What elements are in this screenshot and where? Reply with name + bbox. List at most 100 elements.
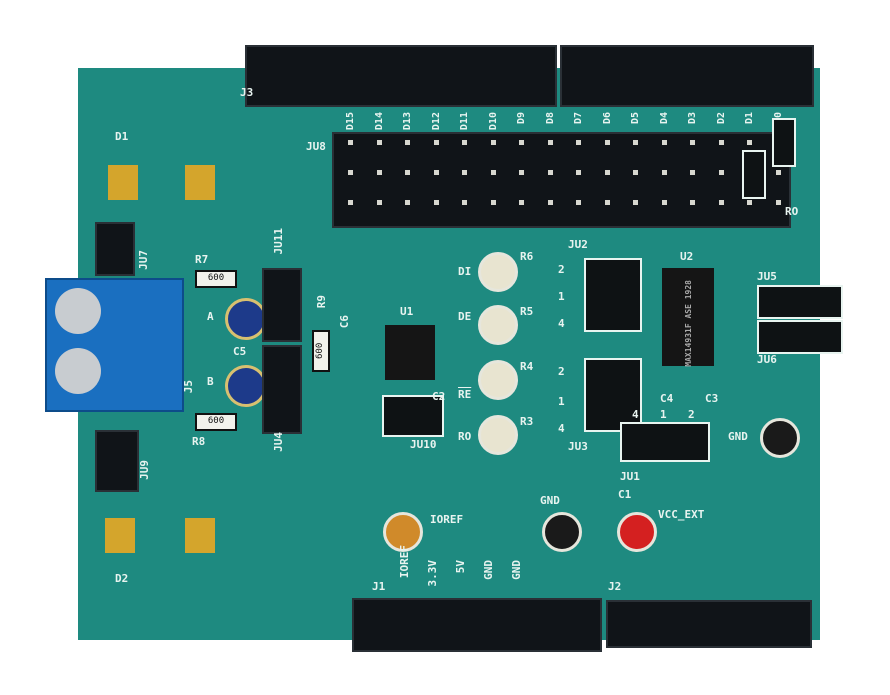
j1-pin-label: IOREF: [398, 545, 411, 579]
header-pin: [661, 140, 667, 145]
test-point-ro[interactable]: [478, 415, 518, 455]
header-ju8: [332, 132, 791, 228]
label-ju5: JU5: [757, 270, 777, 283]
jumper-ju8-1[interactable]: [742, 150, 766, 199]
jumper-ju10[interactable]: [382, 395, 444, 437]
d1-pad: [185, 165, 215, 200]
header-pin: [547, 170, 553, 175]
label-b: B: [207, 375, 214, 388]
pin-label: 4: [558, 422, 565, 435]
label-di: DI: [458, 265, 472, 278]
label-u2: U2: [680, 250, 694, 263]
header-pin: [775, 200, 781, 205]
header-j2: [606, 600, 812, 648]
jumper-ju3[interactable]: [584, 358, 642, 432]
label-r9: R9: [315, 295, 328, 309]
chip-u2: [662, 268, 714, 366]
header-pin: [376, 140, 382, 145]
label-ju8: JU8: [306, 140, 326, 153]
pin-label-d13: D13: [402, 112, 413, 131]
jumper-ju1[interactable]: [620, 422, 710, 462]
j1-pin-label: 5V: [454, 560, 467, 574]
label-c2: C2: [432, 390, 446, 403]
resistor-r9: 600: [312, 330, 330, 372]
header-pin: [405, 140, 410, 145]
header-pin: [490, 200, 496, 205]
j1-pin-label: GND: [510, 560, 523, 580]
header-pin: [376, 170, 382, 175]
header-pin: [633, 140, 638, 145]
test-point-di[interactable]: [478, 252, 518, 292]
header-pin: [747, 140, 752, 145]
screw-icon[interactable]: [55, 288, 101, 334]
label-gnd-mid: GND: [540, 494, 560, 507]
screw-icon[interactable]: [55, 348, 101, 394]
label-ro: RO: [458, 430, 472, 443]
label-d1: D1: [115, 130, 129, 143]
label-j1: J1: [372, 580, 386, 593]
pin-label-d9: D9: [516, 112, 527, 125]
d2-pad: [185, 518, 215, 553]
label-de: DE: [458, 310, 472, 323]
inductor-a: [225, 298, 267, 340]
header-pin: [576, 140, 581, 145]
header-pin: [490, 140, 496, 145]
header-pin: [405, 170, 410, 175]
header-ju7[interactable]: [95, 222, 135, 276]
label-u1: U1: [400, 305, 414, 318]
header-pin: [433, 140, 439, 145]
header-pin: [747, 200, 752, 205]
jumper-ju2[interactable]: [584, 258, 642, 332]
header-pin: [633, 170, 638, 175]
header-pin: [576, 200, 581, 205]
label-ju11: JU11: [272, 228, 285, 255]
header-pin: [661, 170, 667, 175]
label-vcc-ext: VCC_EXT: [658, 508, 705, 521]
test-point-de[interactable]: [478, 305, 518, 345]
label-ju2: JU2: [568, 238, 588, 251]
header-pin: [547, 200, 553, 205]
label-ioref: IOREF: [430, 513, 464, 526]
header-pin: [718, 140, 724, 145]
pin-label-d10: D10: [487, 112, 499, 131]
header-ju9[interactable]: [95, 430, 139, 492]
chip-marking: MAX14931F ASE 1928: [684, 280, 693, 367]
jumper-ju6[interactable]: [757, 320, 843, 354]
label-r8: R8: [192, 435, 206, 448]
header-ju4[interactable]: [262, 345, 302, 434]
jumper-ju8-2[interactable]: [772, 118, 796, 167]
header-pin: [604, 170, 610, 175]
pin-label-d6: D6: [601, 112, 613, 125]
header-pin: [433, 170, 439, 175]
pin-label-d5: D5: [630, 112, 641, 125]
header-pin: [604, 200, 610, 205]
d2-pad: [105, 518, 135, 553]
test-point-gnd-right[interactable]: [760, 418, 800, 458]
header-pin: [718, 200, 724, 205]
header-pin: [775, 170, 781, 175]
test-point-ioref[interactable]: [383, 512, 423, 552]
label-ju3: JU3: [568, 440, 588, 453]
header-pin: [490, 170, 496, 175]
header-pin: [633, 200, 638, 205]
test-point-vcc-ext[interactable]: [617, 512, 657, 552]
inductor-b: [225, 365, 267, 407]
label-r4: R4: [520, 360, 534, 373]
label-ju4: JU4: [272, 432, 285, 452]
header-pin: [519, 140, 524, 145]
header-ju11[interactable]: [262, 268, 302, 342]
label-d2: D2: [115, 572, 129, 585]
pin-label-d12: D12: [430, 112, 442, 131]
test-point-gnd[interactable]: [542, 512, 582, 552]
label-ju1: JU1: [620, 470, 640, 483]
pin-label-d1: D1: [744, 112, 755, 125]
header-pin: [462, 200, 467, 205]
header-j3-right: [560, 45, 814, 107]
label-ro-top: RO: [785, 205, 799, 218]
header-pin: [405, 200, 410, 205]
header-pin: [519, 170, 524, 175]
test-point-re[interactable]: [478, 360, 518, 400]
header-pin: [519, 200, 524, 205]
label-ju9: JU9: [138, 460, 151, 480]
jumper-ju5[interactable]: [757, 285, 843, 319]
